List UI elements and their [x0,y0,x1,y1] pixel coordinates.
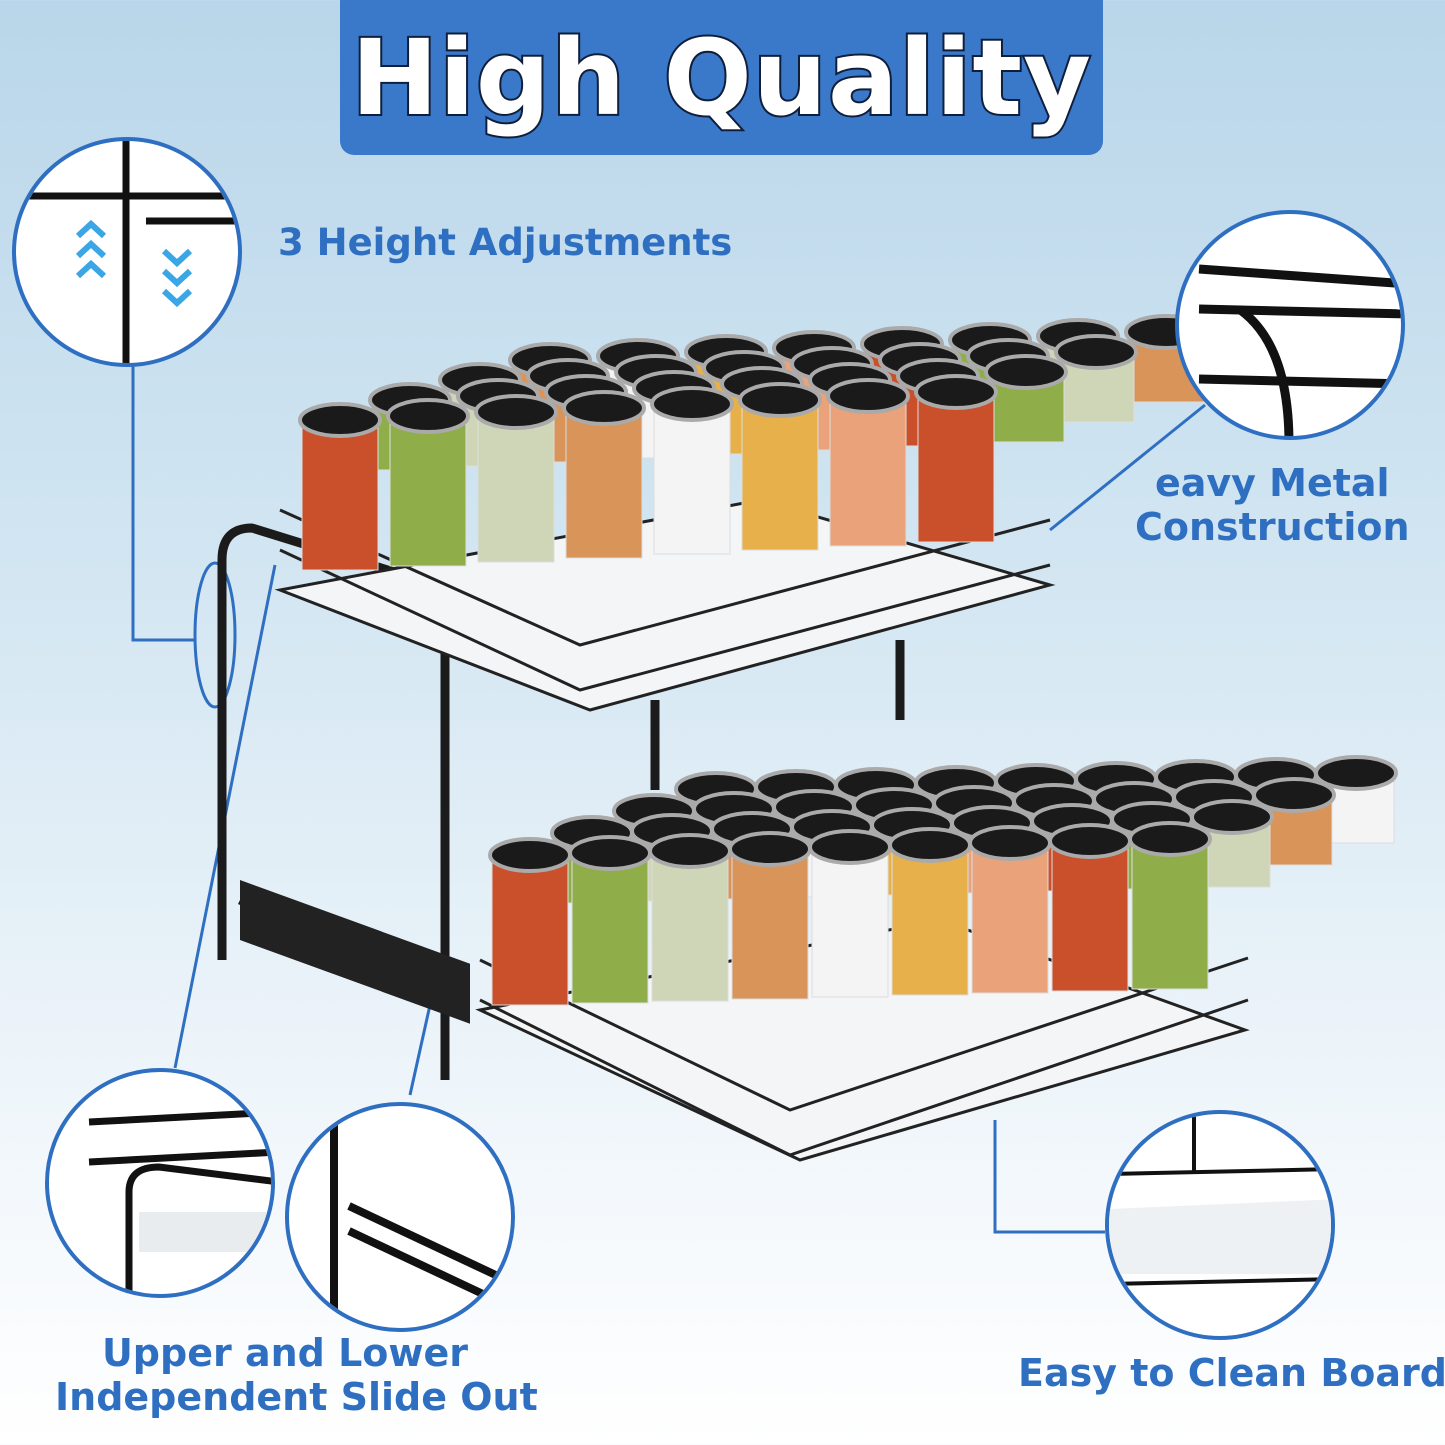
jar-lid [984,354,1068,390]
feature-slide-line1: Upper and Lower [101,1331,469,1375]
detail-circle-board [1105,1110,1335,1340]
spice-jar [731,848,809,1000]
spice-jar [571,852,649,1004]
feature-height-label: 3 Height Adjustments [278,221,733,264]
jar-lid [298,402,382,438]
jar-lid [648,833,732,869]
lower-jars [488,755,1398,1006]
spice-jar [1051,840,1129,992]
spice-jar [741,399,819,551]
feature-metal-label: eavy Metal Construction [1135,461,1410,549]
detail-circle-metal [1175,210,1405,440]
jar-lid [914,374,998,410]
spice-jar [389,415,467,567]
leader-line-metal [1049,403,1206,532]
feature-board-label: Easy to Clean Board [1018,1351,1445,1395]
feature-slide-line2: Independent Slide Out [55,1374,538,1419]
banner-title: High Quality [349,16,1093,139]
jar-lid [888,827,972,863]
spice-jar [811,846,889,998]
feature-slide-label: Upper and Lower Independent Slide Out [55,1331,538,1419]
spice-jar [477,411,555,563]
jar-lid [1048,823,1132,859]
spice-jar [971,842,1049,994]
jar-lid [650,386,734,422]
jar-lid [808,829,892,865]
jar-lid [1054,334,1138,370]
jar-lid [1190,799,1274,835]
jar-lid [474,394,558,430]
spice-jar [653,403,731,555]
spice-jar [917,391,995,543]
jar-lid [826,378,910,414]
jar-lid [488,837,572,873]
jar-lid [968,825,1052,861]
spice-jar [301,419,379,571]
detail-circle-slide-upper [45,1068,275,1298]
jar-lid [1128,821,1212,857]
leader-line-board [993,1120,1105,1234]
detail-circle-height [12,137,242,367]
jar-lid [568,835,652,871]
arrow-up-icon [75,219,107,279]
title-banner: High Quality [340,0,1103,155]
leader-line-height [131,365,195,642]
spice-jar [1131,838,1209,990]
spice-jar [565,407,643,559]
height-highlight [193,561,237,709]
spice-jar [491,854,569,1006]
jar-lid [738,382,822,418]
feature-metal-line1: eavy Metal [1154,461,1390,505]
arrow-down-icon [161,248,193,308]
jar-lid [562,390,646,426]
jar-lid [1252,777,1336,813]
detail-circle-slide-lower [285,1102,515,1332]
jar-lid [728,831,812,867]
jar-lid [386,398,470,434]
upper-jars [298,314,1208,571]
spice-jar [829,395,907,547]
feature-metal-line2: Construction [1135,504,1410,549]
spice-jar [651,850,729,1002]
spice-jar [891,844,969,996]
jar-lid [1314,755,1398,791]
